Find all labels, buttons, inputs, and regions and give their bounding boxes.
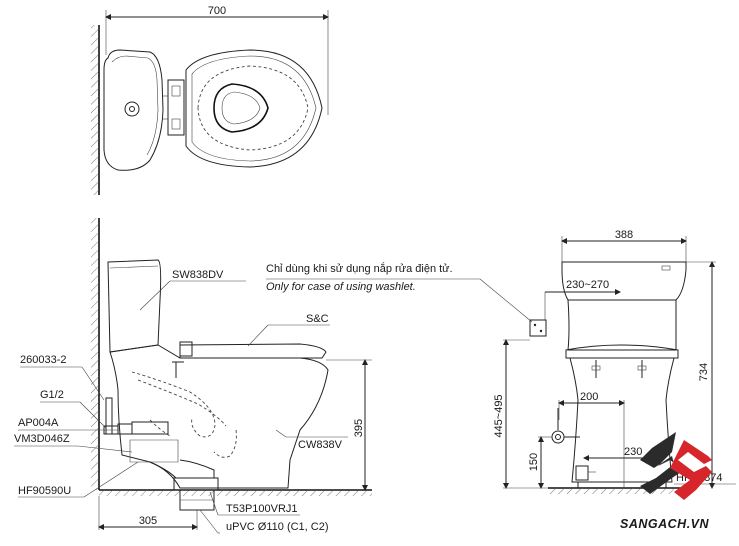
tank-model-label: SW838DV [172, 269, 224, 281]
dim-230: 230 [624, 446, 642, 458]
front-view: 388 230~270 200 445~495 [493, 229, 736, 494]
washlet-note-en: Only for case of using washlet. [266, 281, 416, 293]
pipe-label: uPVC Ø110 (C1, C2) [226, 521, 329, 533]
dim-388: 388 [615, 229, 633, 241]
part-hf90590u-label: HF90590U [18, 485, 71, 497]
part-g12-label: G1/2 [40, 389, 64, 401]
brand-name: SANGACH.VN [620, 517, 710, 531]
logo-s-shape [640, 432, 684, 494]
dim-305: 305 [139, 515, 157, 527]
part-vm3d-label: VM3D046Z [14, 433, 70, 445]
part-260033-label: 260033-2 [20, 354, 67, 366]
top-view: 700 [91, 5, 329, 195]
part-ap004a-label: AP004A [18, 417, 59, 429]
part-t53p-label: T53P100VRJ1 [226, 503, 298, 515]
top-width-dim: 700 [208, 5, 226, 17]
dim-200: 200 [580, 391, 598, 403]
dim-230-270: 230~270 [566, 279, 609, 291]
dim-445-495: 445~495 [493, 394, 505, 437]
seat-label: S&C [306, 313, 329, 325]
dim-395: 395 [353, 419, 365, 437]
logo-g-shape [670, 440, 712, 500]
washlet-note-vi: Chỉ dùng khi sử dụng nắp rửa điện tử. [266, 262, 453, 275]
brand-logo: SANGACH.VN [620, 432, 712, 531]
dim-150: 150 [528, 453, 540, 471]
side-view: 395 305 SW838DV S&C CW838V 260033-2 G1/2… [14, 218, 533, 534]
dim-734: 734 [698, 363, 710, 381]
bowl-model-label: CW838V [298, 439, 343, 451]
